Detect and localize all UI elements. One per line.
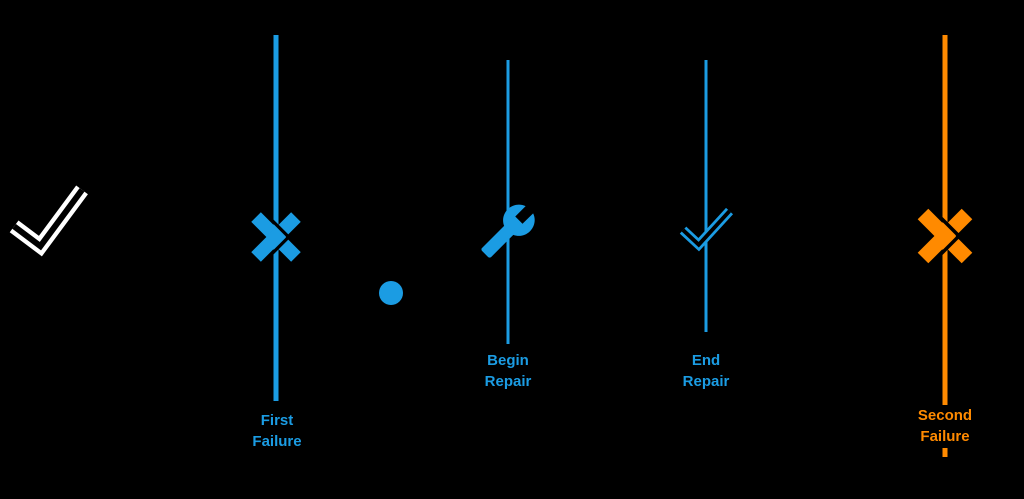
first-failure-label: First Failure [252,412,302,450]
second-failure-label: Second Failure [914,405,976,449]
end-repair-check-icon [679,207,734,252]
end-repair-label: End Repair [682,352,730,390]
second-failure-x-icon [917,205,976,267]
wrench-icon [481,204,535,258]
begin-repair-timeline [506,60,510,344]
interval-dot-icon [379,281,403,305]
first-failure-timeline [273,35,279,401]
end-repair-timeline [704,60,708,332]
first-failure-x-icon [251,209,304,265]
begin-repair-label: Begin Repair [484,352,532,390]
initial-ok-check-icon [9,185,88,257]
